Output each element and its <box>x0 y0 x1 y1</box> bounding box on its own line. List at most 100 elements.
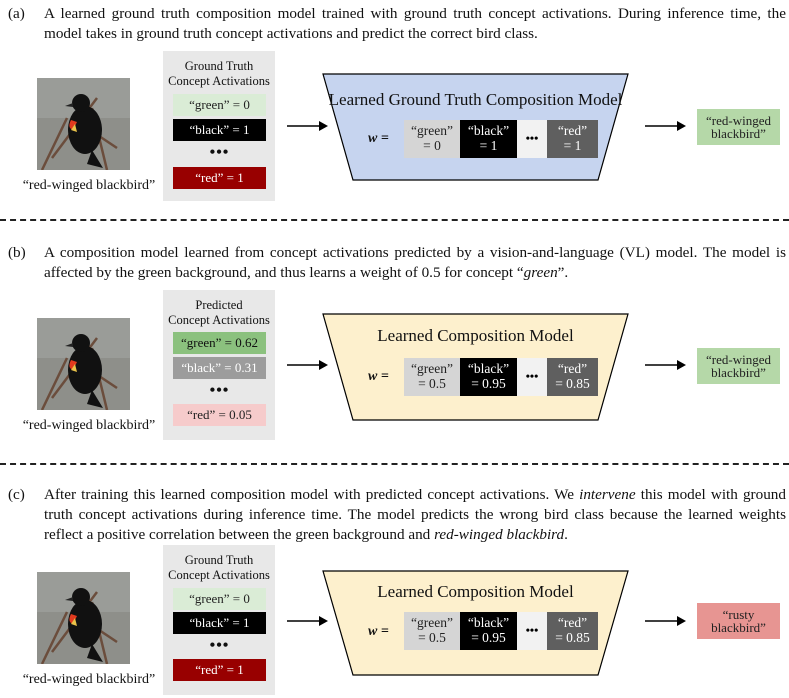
chip-red-c: “red” = 1 <box>173 659 266 681</box>
chip-green-c: “green” = 0 <box>173 588 266 610</box>
output-class-a: “red-winged blackbird” <box>697 109 780 145</box>
chip-dots-c: ••• <box>209 637 230 654</box>
model-title-a: Learned Ground Truth Composition Model <box>328 90 623 109</box>
weight-green-c: “green” = 0.5 <box>404 612 460 650</box>
weight-red-name-c: “red” <box>557 615 588 630</box>
bird-label-b: “red-winged blackbird” <box>22 418 156 433</box>
weight-dots-value-a: ••• <box>525 131 539 145</box>
w-label-b: w = <box>368 369 389 384</box>
caption-text-b: A composition model learned from concept… <box>44 243 786 283</box>
weight-red-value-c: = 0.85 <box>555 630 590 645</box>
caption-c-part3: this model with ground truth concept act… <box>44 486 786 543</box>
weight-black-value-c: = 0.95 <box>471 630 506 645</box>
chip-black-c: “black” = 1 <box>173 612 266 634</box>
output-line2-a: blackbird” <box>711 126 766 141</box>
weight-green-value-b: = 0.5 <box>418 376 446 391</box>
weight-green-value-c: = 0.5 <box>418 630 446 645</box>
bird-image-b <box>37 318 130 410</box>
weight-red-name-b: “red” <box>557 361 588 376</box>
weight-green-value-a: = 0 <box>423 138 441 153</box>
concept-title-line2-a: Concept Activations <box>168 74 270 88</box>
weight-dots-a: ••• <box>517 120 547 158</box>
concept-title-line1-c: Ground Truth <box>184 553 254 567</box>
arrow-in-b <box>287 360 328 370</box>
weight-red-b: “red” = 0.85 <box>547 358 598 396</box>
output-class-b: “red-winged blackbird” <box>697 348 780 384</box>
concept-title-a: Ground Truth Concept Activations <box>163 59 275 89</box>
weight-red-c: “red” = 0.85 <box>547 612 598 650</box>
w-label-a: w = <box>368 131 389 146</box>
caption-b-part3: ”. <box>557 264 569 281</box>
weight-black-a: “black” = 1 <box>460 120 517 158</box>
weight-dots-c: ••• <box>517 612 547 650</box>
w-label-c: w = <box>368 624 389 639</box>
weight-black-value-b: = 0.95 <box>471 376 506 391</box>
caption-b-part1: A composition model learned from concept… <box>44 244 786 281</box>
weight-black-name-a: “black” <box>467 123 510 138</box>
bird-label-a: “red-winged blackbird” <box>22 178 156 193</box>
arrow-out-a <box>645 121 686 131</box>
weight-dots-b: ••• <box>517 358 547 396</box>
weight-black-value-a: = 1 <box>479 138 498 153</box>
bird-label-c: “red-winged blackbird” <box>22 672 156 687</box>
chip-black-a: “black” = 1 <box>173 119 266 141</box>
output-line1-b: “red-winged <box>706 352 771 367</box>
chip-black-b: “black” = 0.31 <box>173 357 266 379</box>
caption-c-part2: intervene <box>579 486 636 503</box>
caption-b-part2: green <box>523 264 558 281</box>
weight-green-name-b: “green” <box>411 361 453 376</box>
weight-green-b: “green” = 0.5 <box>404 358 460 396</box>
chip-green-a: “green” = 0 <box>173 94 266 116</box>
weight-black-name-c: “black” <box>467 615 510 630</box>
caption-c-part4: red-winged blackbird <box>434 526 565 543</box>
concept-panel-c: Ground Truth Concept Activations “green”… <box>163 545 275 695</box>
chip-red-a: “red” = 1 <box>173 167 266 189</box>
weight-dots-value-c: ••• <box>525 623 539 637</box>
weight-red-a: “red” = 1 <box>547 120 598 158</box>
output-line2-c: blackbird” <box>711 620 766 635</box>
model-title-c: Learned Composition Model <box>377 582 574 601</box>
arrow-in-a <box>287 121 328 131</box>
weight-green-name-c: “green” <box>411 615 453 630</box>
output-line1-a: “red-winged <box>706 113 771 128</box>
panel-label-a: (a) <box>8 5 25 22</box>
arrow-in-c <box>287 616 328 626</box>
concept-panel-a: Ground Truth Concept Activations “green”… <box>163 51 275 201</box>
chip-red-b: “red” = 0.05 <box>173 404 266 426</box>
chip-green-b: “green” = 0.62 <box>173 332 266 354</box>
weight-black-c: “black” = 0.95 <box>460 612 517 650</box>
panel-label-c: (c) <box>8 486 25 503</box>
output-line1-c: “rusty <box>722 607 755 622</box>
weight-black-b: “black” = 0.95 <box>460 358 517 396</box>
chip-dots-a: ••• <box>209 144 230 161</box>
weight-dots-value-b: ••• <box>525 369 539 383</box>
concept-title-b: Predicted Concept Activations <box>163 298 275 328</box>
weight-black-name-b: “black” <box>467 361 510 376</box>
output-class-c: “rusty blackbird” <box>697 603 780 639</box>
concept-panel-b: Predicted Concept Activations “green” = … <box>163 290 275 440</box>
bird-image-a <box>37 78 130 170</box>
concept-title-line2-b: Concept Activations <box>168 313 270 327</box>
concept-title-c: Ground Truth Concept Activations <box>163 553 275 583</box>
panel-label-b: (b) <box>8 244 26 261</box>
chip-dots-b: ••• <box>209 382 230 399</box>
concept-title-line2-c: Concept Activations <box>168 568 270 582</box>
divider-2 <box>0 463 789 465</box>
weight-red-value-a: = 1 <box>563 138 582 153</box>
caption-c-part5: . <box>564 526 568 543</box>
caption-text-a: A learned ground truth composition model… <box>44 5 786 42</box>
bird-image-c <box>37 572 130 664</box>
arrow-out-b <box>645 360 686 370</box>
output-line2-b: blackbird” <box>711 365 766 380</box>
model-title-b: Learned Composition Model <box>377 326 574 345</box>
divider-1 <box>0 219 789 221</box>
arrow-out-c <box>645 616 686 626</box>
caption-c-part1: After training this learned composition … <box>44 486 580 503</box>
concept-title-line1-b: Predicted <box>195 298 243 312</box>
weight-green-name-a: “green” <box>411 123 453 138</box>
concept-title-line1-a: Ground Truth <box>184 59 254 73</box>
weight-green-a: “green” = 0 <box>404 120 460 158</box>
weight-red-value-b: = 0.85 <box>555 376 590 391</box>
weight-red-name-a: “red” <box>557 123 588 138</box>
caption-text-c: After training this learned composition … <box>44 485 786 545</box>
